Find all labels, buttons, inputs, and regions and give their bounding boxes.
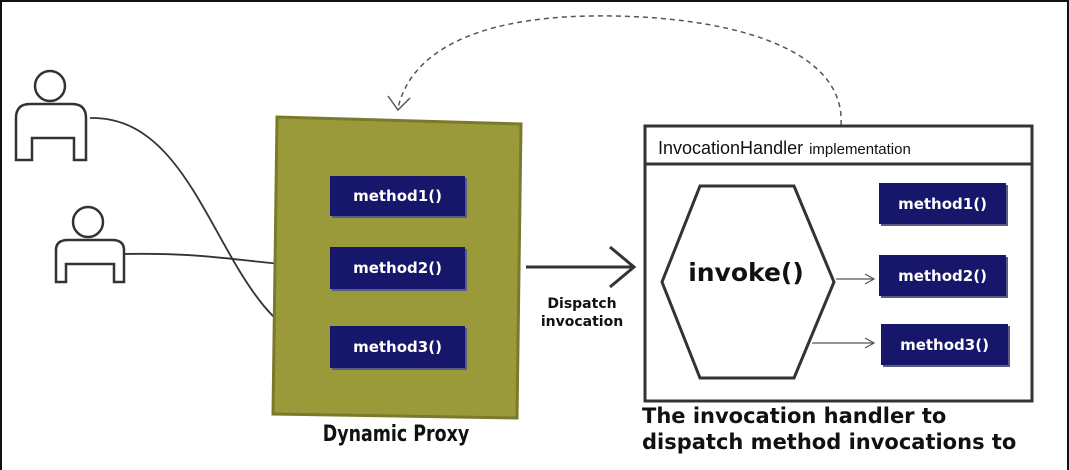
- user-icon-1: [14, 69, 88, 162]
- handler-title-suffix: implementation: [809, 141, 911, 158]
- handler-caption-line1: The invocation handler to: [642, 404, 947, 428]
- proxy-caption: Dynamic Proxy: [322, 422, 470, 447]
- dispatch-arrowhead: [609, 245, 637, 289]
- invoke-hexagon: [660, 184, 836, 380]
- handler-method2-box: method2(): [879, 255, 1006, 296]
- handler-caption: The invocation handler to dispatch metho…: [642, 403, 1067, 455]
- invoke-label: invoke(): [688, 258, 804, 287]
- user-icon-2: [54, 205, 126, 284]
- dashed-return-arrow: [397, 15, 842, 126]
- handler-title: InvocationHandler implementation: [658, 138, 911, 159]
- handler-title-main: InvocationHandler: [658, 138, 804, 158]
- dispatch-label: Dispatch invocation: [522, 295, 642, 331]
- proxy-method3-box: method3(): [330, 326, 465, 368]
- proxy-method2-box: method2(): [330, 247, 465, 289]
- proxy-method1-box: method1(): [330, 176, 465, 216]
- handler-method1-box: method1(): [879, 183, 1006, 224]
- handler-method3-box: method3(): [881, 324, 1008, 365]
- dashed-return-arrowhead: [387, 95, 411, 112]
- dispatch-label-line1: Dispatch: [547, 296, 617, 312]
- dispatch-label-line2: invocation: [540, 314, 624, 330]
- handler-caption-line2: dispatch method invocations to: [642, 430, 1017, 454]
